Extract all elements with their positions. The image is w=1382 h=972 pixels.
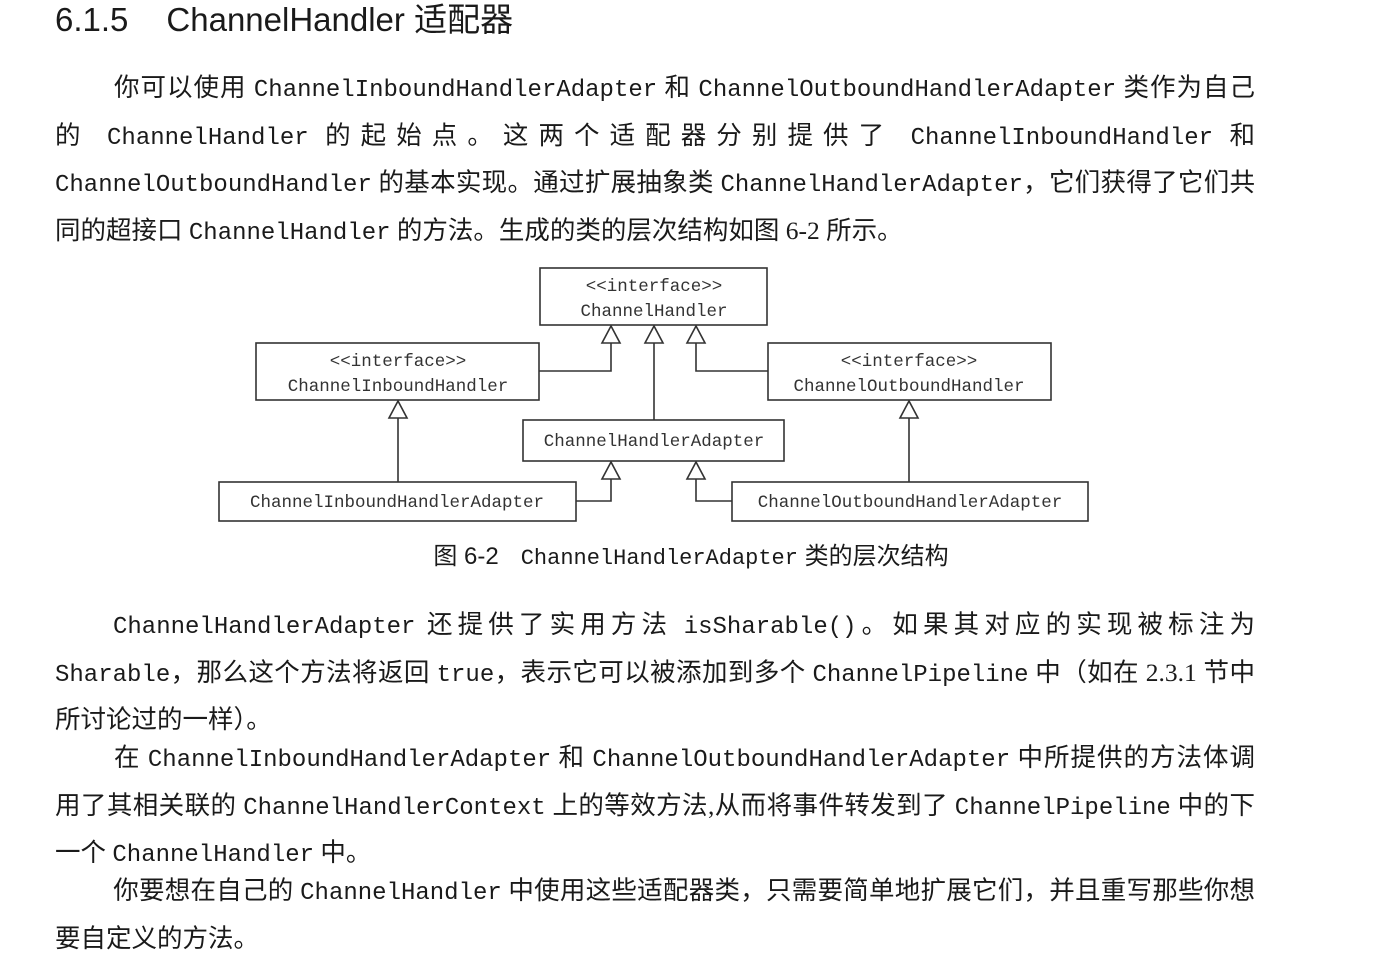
text-run: 中。 bbox=[314, 838, 372, 867]
edge-inbound-adapter-to-handler-adapter bbox=[576, 478, 612, 502]
node-channel-inbound-handler: <<interface>> ChannelInboundHandler bbox=[255, 342, 540, 401]
edge-outbound-adapter-to-handler-adapter bbox=[695, 478, 732, 502]
class-hierarchy-diagram: <<interface>> ChannelHandler <<interface… bbox=[218, 267, 1089, 522]
inline-code: ChannelHandlerAdapter bbox=[113, 614, 416, 641]
paragraph: 你要想在自己的 ChannelHandler 中使用这些适配器类，只需要简单地扩… bbox=[55, 869, 1255, 961]
inline-code: true bbox=[436, 661, 495, 689]
arrowhead bbox=[600, 460, 622, 480]
text-run: 你可以使用 bbox=[113, 73, 254, 102]
text-run: ，它们获得了它们共同的超接口 bbox=[55, 168, 1255, 245]
node-box bbox=[522, 419, 785, 462]
inline-code: ChannelHandler bbox=[112, 842, 315, 869]
text-run: 中的下一个 bbox=[55, 790, 1255, 868]
node-channel-outbound-handler-adapter: ChannelOutboundHandlerAdapter bbox=[731, 481, 1089, 522]
node-box bbox=[218, 481, 577, 522]
node-box bbox=[731, 481, 1089, 522]
figure-label: 图 6-2 bbox=[433, 543, 499, 570]
text-run: 的基本实现。通过扩展抽象类 bbox=[371, 168, 721, 197]
figure-caption-code: ChannelHandlerAdapter bbox=[520, 546, 798, 571]
text-run: ，那么这个方法将返回 bbox=[170, 657, 437, 687]
node-channel-handler-adapter: ChannelHandlerAdapter bbox=[522, 419, 785, 462]
inline-code: ChannelPipeline bbox=[812, 661, 1029, 689]
inline-code: ChannelHandler bbox=[188, 219, 391, 247]
paragraph: 在 ChannelInboundHandlerAdapter 和 Channel… bbox=[55, 736, 1255, 879]
text-run: 的方法。生成的类的层次结构如图 6-2 所示。 bbox=[390, 215, 903, 245]
node-stereotype: <<interface>> bbox=[586, 277, 723, 297]
arrowhead bbox=[685, 324, 707, 344]
arrowhead bbox=[387, 399, 409, 419]
node-name: ChannelOutboundHandler bbox=[793, 377, 1024, 397]
section-number: 6.1.5 bbox=[55, 1, 129, 38]
inline-code: ChannelInboundHandler bbox=[910, 124, 1214, 152]
edge-outbound-handler-to-channel-handler bbox=[695, 342, 768, 372]
text-run: 和 bbox=[657, 73, 699, 102]
inheritance-lines bbox=[397, 342, 910, 502]
inline-code: Sharable bbox=[55, 661, 171, 689]
text-run: 和 bbox=[551, 743, 593, 772]
text-run: 中使用这些适配器类，只需要简单地扩展它们，并且重写那些你想要自定义的方法。 bbox=[55, 876, 1255, 953]
arrowhead bbox=[685, 460, 707, 480]
node-box bbox=[255, 342, 540, 401]
text-run: ，表示它可以被添加到多个 bbox=[494, 657, 813, 687]
text-run: 中（如在 2.3.1 节中所讨论过的一样）。 bbox=[55, 657, 1255, 735]
text-run: 中所提供的方法体调用了其相关联的 bbox=[55, 743, 1255, 820]
paragraph: 你可以使用 ChannelInboundHandlerAdapter 和 Cha… bbox=[55, 66, 1255, 256]
node-box bbox=[539, 267, 768, 326]
node-name: ChannelOutboundHandlerAdapter bbox=[758, 493, 1063, 513]
text-run: 上的等效方法,从而将事件转发到了 bbox=[545, 790, 955, 820]
arrowhead bbox=[643, 324, 665, 344]
node-stereotype: <<interface>> bbox=[330, 352, 467, 372]
figure-caption-text: 类的层次结构 bbox=[797, 543, 949, 570]
node-channel-handler: <<interface>> ChannelHandler bbox=[539, 267, 768, 326]
figure-caption: 图 6-2 ChannelHandlerAdapter 类的层次结构 bbox=[0, 538, 1382, 578]
text-run: 你要想在自己的 bbox=[113, 876, 301, 905]
node-name: ChannelHandler bbox=[580, 302, 727, 322]
node-name: ChannelInboundHandlerAdapter bbox=[250, 493, 544, 513]
section-heading: 6.1.5 ChannelHandler 适配器 bbox=[55, 0, 513, 42]
inline-code: ChannelOutboundHandlerAdapter bbox=[698, 77, 1117, 104]
section-title: ChannelHandler 适配器 bbox=[166, 1, 514, 38]
node-stereotype: <<interface>> bbox=[841, 352, 978, 372]
arrowhead bbox=[898, 399, 920, 419]
text-run: 在 bbox=[113, 743, 148, 772]
edge-inbound-handler-to-channel-handler bbox=[538, 342, 612, 372]
text-run: 类作为自己的 bbox=[55, 73, 1255, 150]
inline-code: ChannelHandlerContext bbox=[243, 794, 546, 822]
inline-code: ChannelInboundHandlerAdapter bbox=[147, 747, 552, 774]
paragraph: ChannelHandlerAdapter 还提供了实用方法 isSharabl… bbox=[55, 603, 1255, 743]
text-run: 和 bbox=[1213, 120, 1255, 150]
node-name: ChannelHandlerAdapter bbox=[544, 432, 765, 452]
inline-code: ChannelHandler bbox=[107, 124, 309, 152]
inline-code: ChannelHandlerAdapter bbox=[720, 172, 1023, 199]
text-run: 的起始点。这两个适配器分别提供了 bbox=[308, 120, 911, 150]
inline-code: isSharable() bbox=[683, 614, 857, 641]
inheritance-arrowheads bbox=[387, 324, 920, 480]
inline-code: ChannelHandler bbox=[300, 880, 502, 907]
node-name: ChannelInboundHandler bbox=[288, 377, 509, 397]
inline-code: ChannelOutboundHandler bbox=[55, 172, 372, 199]
text-run: 。如果其对应的实现被标注为 bbox=[856, 610, 1255, 639]
arrowhead bbox=[600, 324, 622, 344]
inline-code: ChannelPipeline bbox=[954, 794, 1171, 822]
node-channel-inbound-handler-adapter: ChannelInboundHandlerAdapter bbox=[218, 481, 577, 522]
text-run: 还提供了实用方法 bbox=[415, 610, 684, 639]
inline-code: ChannelOutboundHandlerAdapter bbox=[592, 747, 1011, 774]
node-box bbox=[767, 342, 1052, 401]
inline-code: ChannelInboundHandlerAdapter bbox=[253, 77, 658, 104]
node-channel-outbound-handler: <<interface>> ChannelOutboundHandler bbox=[767, 342, 1052, 401]
